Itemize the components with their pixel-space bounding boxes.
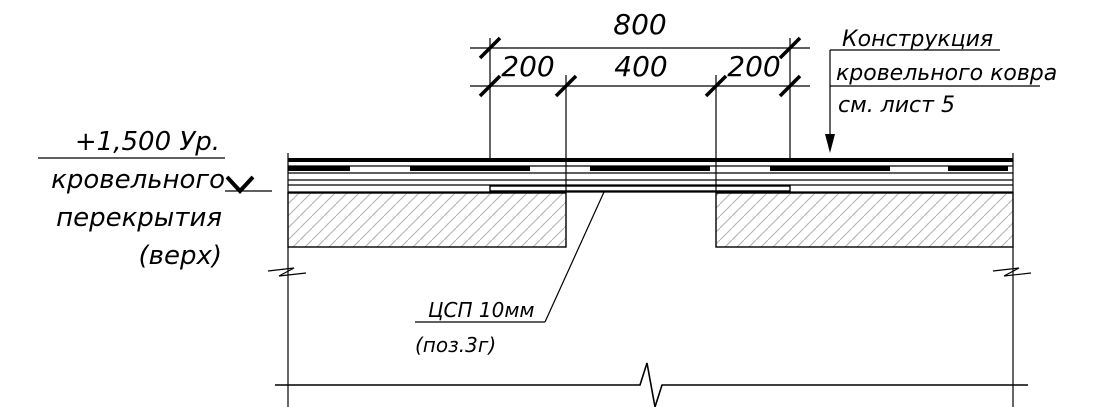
elevation-line2: кровельного [51,165,225,195]
dimension-lines [470,36,810,193]
concrete-slab-left [287,192,567,248]
wall-extension-lines [287,247,1014,407]
cement-particle-board [489,185,791,192]
material-callout-leader [415,191,605,323]
elevation-marker [38,157,272,194]
roof-note-line2: кровельного ковра [836,61,1057,86]
dimension-right: 200 [727,50,780,83]
dimension-overall: 800 [613,8,666,41]
elevation-value: +1,500 Ур. [75,127,220,157]
material-callout-line1: ЦСП 10мм [428,298,535,322]
concrete-slab-right [715,192,1014,248]
break-symbols [267,267,1032,407]
membrane-fastener-strips [288,166,1008,171]
roof-note-line3: см. лист 5 [838,93,955,118]
dimension-middle: 400 [614,50,667,83]
elevation-line4: (верх) [139,241,223,271]
elevation-line3: перекрытия [56,203,222,233]
material-callout-line2: (поз.3г) [415,333,496,357]
roof-note-line1: Конструкция [842,27,993,52]
roof-membrane-layers [288,158,1013,186]
roof-note-leader [825,49,1040,153]
dimension-left: 200 [501,50,554,83]
